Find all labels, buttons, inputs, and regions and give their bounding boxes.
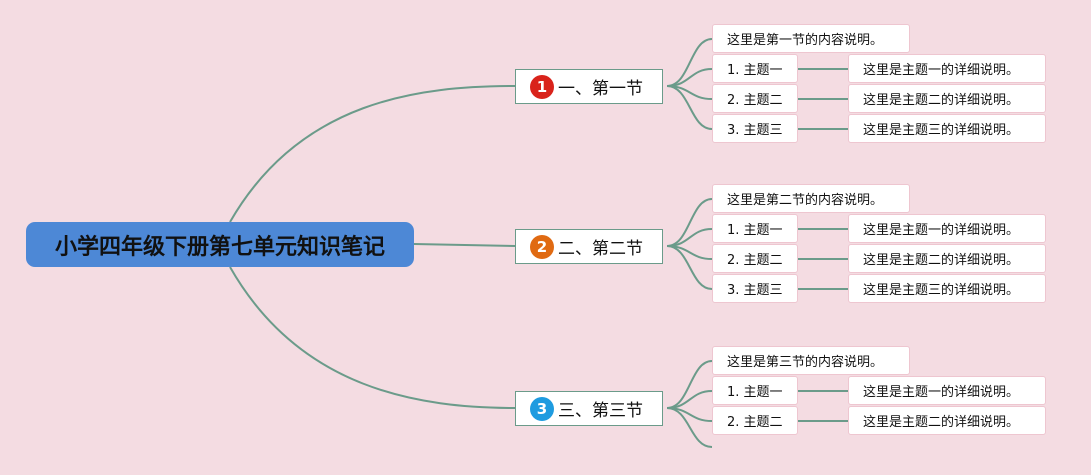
topic-detail[interactable]: 这里是主题二的详细说明。 [848,244,1046,273]
topic-detail[interactable]: 这里是主题三的详细说明。 [848,114,1046,143]
topic-node-label: 1. 主题一 [727,385,783,400]
topic-node[interactable]: 3. 主题三 [712,114,798,143]
topic-node-label: 3. 主题三 [727,283,783,298]
link-root-section-2 [413,243,516,247]
topic-detail[interactable]: 这里是主题三的详细说明。 [848,274,1046,303]
topic-detail[interactable]: 这里是主题二的详细说明。 [848,84,1046,113]
link-empty-branch [666,407,713,448]
topic-detail-label: 这里是主题二的详细说明。 [863,253,1020,268]
topic-node[interactable]: 3. 主题三 [712,274,798,303]
section-description-label: 这里是第二节的内容说明。 [727,193,884,208]
link-root-section-3 [229,266,516,409]
topic-detail[interactable]: 这里是主题一的详细说明。 [848,54,1046,83]
link-section-topic [666,85,713,130]
topic-node[interactable]: 1. 主题一 [712,54,798,83]
topic-node-label: 3. 主题三 [727,123,783,138]
section-label: 二、第二节 [558,239,643,259]
topic-detail[interactable]: 这里是主题二的详细说明。 [848,406,1046,435]
topic-node-label: 1. 主题一 [727,223,783,238]
section-description[interactable]: 这里是第二节的内容说明。 [712,184,910,213]
priority-2-icon: 2 [530,234,554,259]
root-title: 小学四年级下册第七单元知识笔记 [54,234,385,260]
priority-1-icon: 1 [530,74,554,99]
topic-node[interactable]: 1. 主题一 [712,214,798,243]
topic-detail[interactable]: 这里是主题一的详细说明。 [848,214,1046,243]
topic-node-label: 2. 主题二 [727,93,783,108]
section-label: 一、第一节 [558,79,643,99]
section-description-label: 这里是第三节的内容说明。 [727,355,884,370]
topic-node[interactable]: 2. 主题二 [712,406,798,435]
topic-node-label: 1. 主题一 [727,63,783,78]
topic-node-label: 2. 主题二 [727,253,783,268]
topic-detail[interactable]: 这里是主题一的详细说明。 [848,376,1046,405]
topic-node[interactable]: 1. 主题一 [712,376,798,405]
topic-detail-label: 这里是主题二的详细说明。 [863,93,1020,108]
topic-node[interactable]: 2. 主题二 [712,84,798,113]
topic-detail-label: 这里是主题一的详细说明。 [863,63,1020,78]
section-label: 三、第三节 [558,401,643,421]
topic-detail-label: 这里是主题一的详细说明。 [863,223,1020,238]
section-description-label: 这里是第一节的内容说明。 [727,33,884,48]
priority-3-icon: 3 [530,396,554,421]
link-section-topic [666,245,713,290]
topic-node-label: 2. 主题二 [727,415,783,430]
topic-detail-label: 这里是主题三的详细说明。 [863,123,1020,138]
link-root-section-1 [229,85,516,223]
section-description[interactable]: 这里是第一节的内容说明。 [712,24,910,53]
root-topic[interactable]: 小学四年级下册第七单元知识笔记 [26,222,414,267]
topic-detail-label: 这里是主题三的详细说明。 [863,283,1020,298]
topic-detail-label: 这里是主题一的详细说明。 [863,385,1020,400]
section-description[interactable]: 这里是第三节的内容说明。 [712,346,910,375]
topic-detail-label: 这里是主题二的详细说明。 [863,415,1020,430]
topic-node[interactable]: 2. 主题二 [712,244,798,273]
